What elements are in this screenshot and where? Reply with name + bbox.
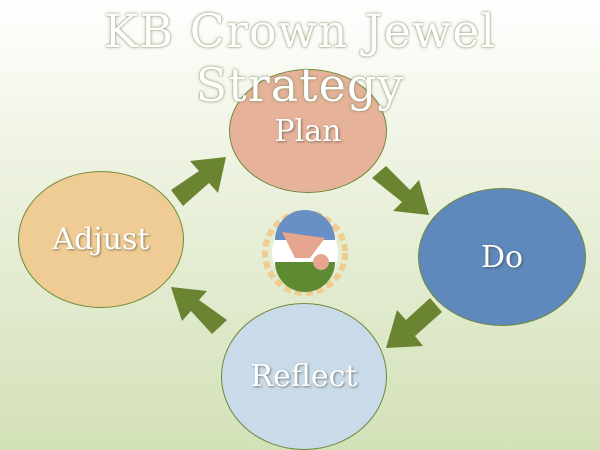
step-reflect-label: Reflect — [250, 359, 358, 394]
arrow-do-to-reflect — [386, 298, 442, 348]
slide-title: KB Crown Jewel Strategy — [103, 4, 497, 112]
step-do[interactable]: Do — [418, 188, 586, 326]
arrow-plan-to-do — [372, 166, 429, 215]
wheelbarrow-logo-icon — [262, 210, 348, 296]
step-reflect[interactable]: Reflect — [221, 303, 387, 450]
step-plan-label: Plan — [274, 113, 342, 149]
arrow-reflect-to-adjust — [171, 287, 227, 334]
arrow-adjust-to-plan — [171, 157, 226, 206]
step-do-label: Do — [480, 239, 524, 275]
step-adjust-label: Adjust — [52, 222, 150, 257]
step-adjust[interactable]: Adjust — [18, 171, 184, 308]
step-plan[interactable]: Plan — [229, 69, 387, 193]
